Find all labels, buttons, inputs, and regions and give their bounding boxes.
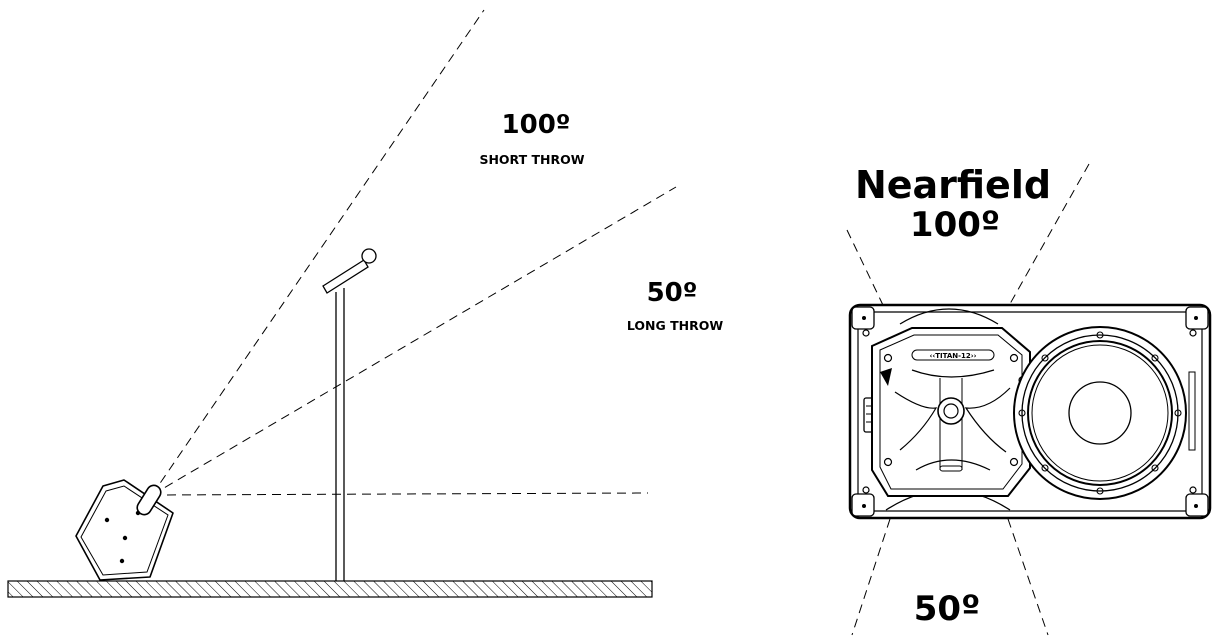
corner-screw: [1189, 329, 1197, 337]
short-throw-upper-line: [151, 9, 485, 496]
farfield-left-line: [851, 518, 891, 636]
long-throw-label: LONG THROW: [627, 318, 723, 333]
nearfield-title: Nearfield: [855, 163, 1051, 207]
woofer-dust-cap: [1068, 381, 1132, 445]
coverage-lines: [94, 9, 677, 557]
corner-screw: [862, 329, 870, 337]
horn-flare-left: [894, 391, 938, 451]
woofer-screw: [1151, 464, 1159, 472]
short-throw-angle: 100º: [502, 110, 571, 140]
woofer-surround: [1021, 334, 1179, 492]
woofer-screw: [1174, 409, 1182, 417]
short-throw-label: SHORT THROW: [479, 152, 584, 167]
woofer-cone: [1027, 340, 1173, 486]
wedge-screw: [119, 558, 125, 564]
horn-screw: [883, 457, 893, 467]
wedge-screw: [122, 535, 128, 541]
woofer-screw: [1041, 354, 1049, 362]
nearfield-angle: 100º: [910, 205, 1000, 245]
woofer-screw: [1018, 409, 1026, 417]
horn-flare-bottom: [915, 459, 991, 471]
woofer-screw: [1096, 487, 1104, 495]
horn-badge: ‹‹TITAN-12››: [929, 352, 976, 360]
long-throw-angle: 50º: [647, 278, 698, 308]
corner-screw: [862, 504, 866, 508]
horn-screw: [883, 353, 893, 363]
long-throw-lower-line: [151, 492, 649, 496]
side-panel-right: [1188, 371, 1196, 451]
nearfield-left-line: [846, 229, 894, 327]
microphone-body: [322, 259, 369, 294]
microphone-head: [361, 248, 377, 264]
woofer-screw: [1151, 354, 1159, 362]
cabinet-inner: [857, 311, 1203, 512]
brand-logo-icon: [880, 368, 892, 386]
woofer-screw: [1041, 464, 1049, 472]
woofer: [1013, 326, 1187, 500]
corner-screw: [862, 486, 870, 494]
horn-top-arc: [899, 308, 999, 325]
farfield-right-line: [1007, 518, 1049, 636]
horn-screw: [1009, 457, 1019, 467]
wedge-screw: [135, 510, 141, 516]
wedge-handle: [136, 484, 162, 516]
horn-flare-right: [964, 387, 1011, 453]
side-view: 100º SHORT THROW 50º LONG THROW: [7, 9, 723, 598]
woofer-surround-outer: [1013, 326, 1187, 500]
wedge-monitor: [75, 479, 174, 581]
wedge-screw: [104, 517, 110, 523]
corner-screw: [1194, 316, 1198, 320]
horn-screw: [1009, 353, 1019, 363]
farfield-angle: 50º: [914, 589, 981, 629]
microphone-stand: [322, 248, 377, 581]
horn-throat: [937, 397, 965, 425]
corner-screw: [862, 316, 866, 320]
corner-screw: [1194, 504, 1198, 508]
horn-throat-inner: [943, 403, 959, 419]
horn-assembly: ‹‹TITAN-12››: [871, 308, 1031, 511]
front-view: ‹‹TITAN-12›› Nearfield 100º 50º: [846, 163, 1212, 636]
stage-floor: [7, 580, 653, 598]
horn-bottom-badge: [939, 465, 963, 472]
wedge-inner: [80, 485, 169, 576]
long-throw-upper-line: [151, 186, 677, 496]
woofer-cone-inner: [1031, 344, 1169, 482]
horn-plate-inner: [879, 334, 1023, 490]
corner-screw: [1189, 486, 1197, 494]
horn-badge-frame: [911, 349, 995, 361]
horn-flare-top: [911, 369, 995, 378]
woofer-screw: [1096, 331, 1104, 339]
